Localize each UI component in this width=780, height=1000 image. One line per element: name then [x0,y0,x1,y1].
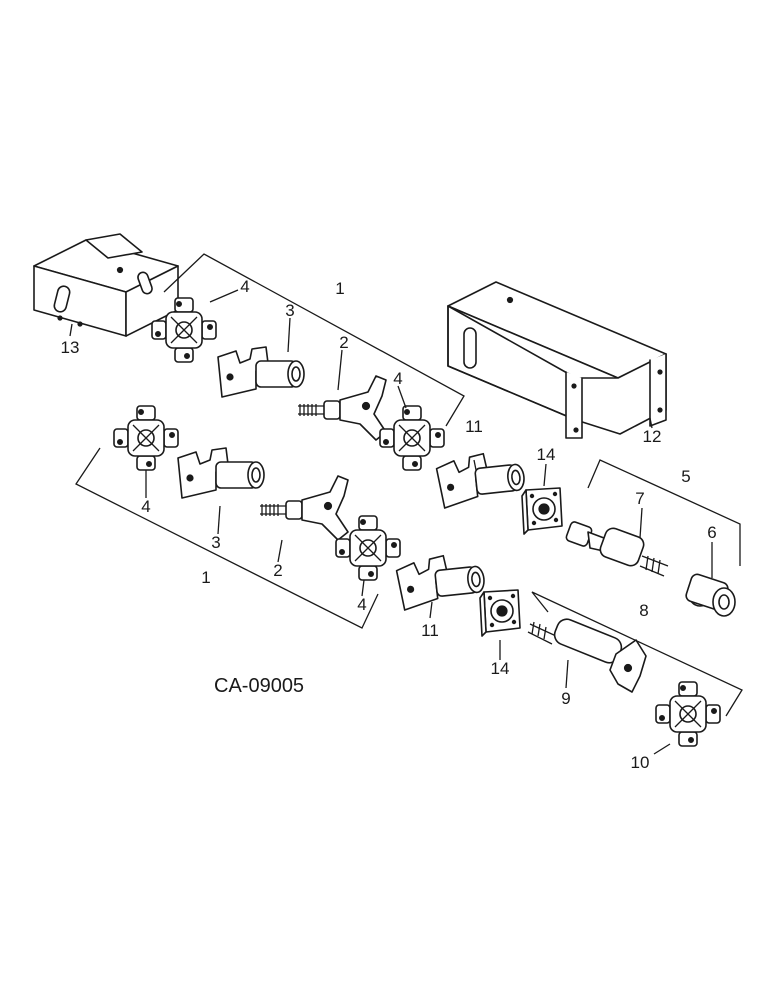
lower-shaft-bracket [75,447,379,629]
figure-reference-code: CA-09005 [214,675,304,697]
callout-14-upper: 14 [537,445,556,464]
callout-4-d: 4 [357,595,366,614]
callout-7: 7 [635,489,644,508]
shaft-kit-5-bracket [587,459,741,566]
u-joint-10 [655,681,721,747]
shaft-yoke-lower [259,475,349,541]
callout-1-upper: 1 [335,279,344,298]
u-joint-upper-right [379,405,445,471]
callout-5: 5 [681,467,690,486]
slip-yoke-lower [177,447,265,499]
flange-14-lower [479,589,521,637]
yoke-11-lower [394,550,488,612]
shaft-yoke-upper [297,375,387,441]
callout-labels: 13 4 3 1 2 4 11 14 12 4 3 2 1 4 11 14 5 … [61,277,717,772]
callout-8: 8 [639,601,648,620]
callout-2-upper: 2 [339,333,348,352]
callout-11-upper: 11 [465,417,483,436]
callout-14-lower: 14 [491,659,510,678]
callout-9: 9 [561,689,570,708]
tube-yoke-9-part [527,618,647,693]
u-joint-lower-right [335,515,401,581]
callout-leaders [69,289,713,755]
callout-6: 6 [707,523,716,542]
callout-3-lower: 3 [211,533,220,552]
callout-2-lower: 2 [273,561,282,580]
u-joint-lower-left [113,405,179,471]
slip-yoke-upper [217,346,305,398]
callout-4-c: 4 [141,497,150,516]
callout-4-b: 4 [393,369,402,388]
stub-shaft-7-part [565,521,669,577]
callout-13: 13 [61,338,80,357]
callout-1-lower: 1 [201,568,210,587]
callout-10: 10 [631,753,650,772]
callout-11-lower: 11 [421,621,439,640]
bushing-6-part [685,573,736,617]
upper-shaft-bracket [163,253,465,427]
yoke-11-upper [434,448,528,510]
callout-12: 12 [643,427,662,446]
shield-12-part [447,281,667,439]
flange-14-upper [521,487,563,535]
callout-3-upper: 3 [285,301,294,320]
callout-4-a: 4 [240,277,249,296]
shield-13-part [33,233,179,337]
